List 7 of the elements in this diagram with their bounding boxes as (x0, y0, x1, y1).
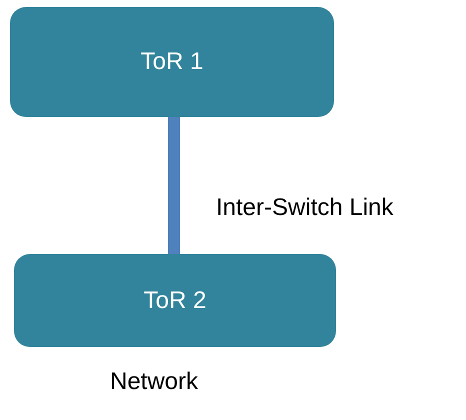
link-line (168, 117, 180, 254)
edge-label: Inter-Switch Link (216, 193, 394, 223)
caption-text: Network (110, 367, 198, 397)
node-label: ToR 2 (144, 286, 206, 316)
switch-box (14, 254, 336, 347)
switch-box (10, 7, 334, 117)
node-label: ToR 1 (140, 47, 204, 77)
